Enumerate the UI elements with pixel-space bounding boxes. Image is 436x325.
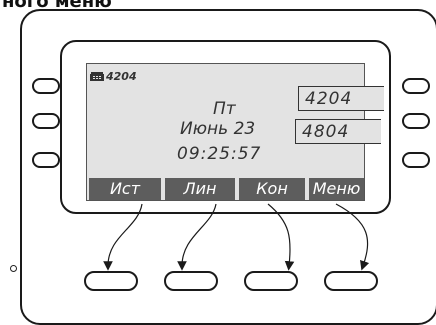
bullet-marker xyxy=(10,265,17,272)
softkey-button-menu[interactable] xyxy=(324,271,378,291)
softkey-label-history: Ист xyxy=(89,178,161,200)
line-key-2-number: 4804 xyxy=(302,122,350,142)
arrow-2 xyxy=(177,203,217,271)
softkey-button-history[interactable] xyxy=(84,271,138,291)
softkey-label-line: Лин xyxy=(165,178,235,200)
phone-icon xyxy=(90,72,104,81)
line-key-1: 4204 xyxy=(298,86,384,111)
left-button-3[interactable] xyxy=(32,152,60,168)
softkey-label-conference: Кон xyxy=(239,178,305,200)
softkey-button-conference[interactable] xyxy=(244,271,298,291)
left-button-1[interactable] xyxy=(32,78,60,94)
lcd-screen: 4204 Пт Июнь 23 09:25:57 4204 4804 Ист Л… xyxy=(86,63,384,201)
right-button-3[interactable] xyxy=(402,152,430,168)
day-of-week: Пт xyxy=(213,99,236,119)
line-key-2: 4804 xyxy=(295,119,381,144)
clock-time: 09:25:57 xyxy=(177,144,262,164)
date-label: Июнь 23 xyxy=(180,119,256,139)
left-button-2[interactable] xyxy=(32,113,60,129)
extension-number: 4204 xyxy=(106,70,137,83)
line-button-1[interactable] xyxy=(402,78,430,94)
arrow-1 xyxy=(103,203,143,271)
line-key-1-number: 4204 xyxy=(305,89,353,109)
arrow-4 xyxy=(335,203,370,271)
softkey-button-line[interactable] xyxy=(164,271,218,291)
arrow-3 xyxy=(267,203,295,271)
line-button-2[interactable] xyxy=(402,113,430,129)
softkey-bar: Ист Лин Кон Меню xyxy=(87,178,364,200)
softkey-label-menu: Меню xyxy=(309,178,364,200)
